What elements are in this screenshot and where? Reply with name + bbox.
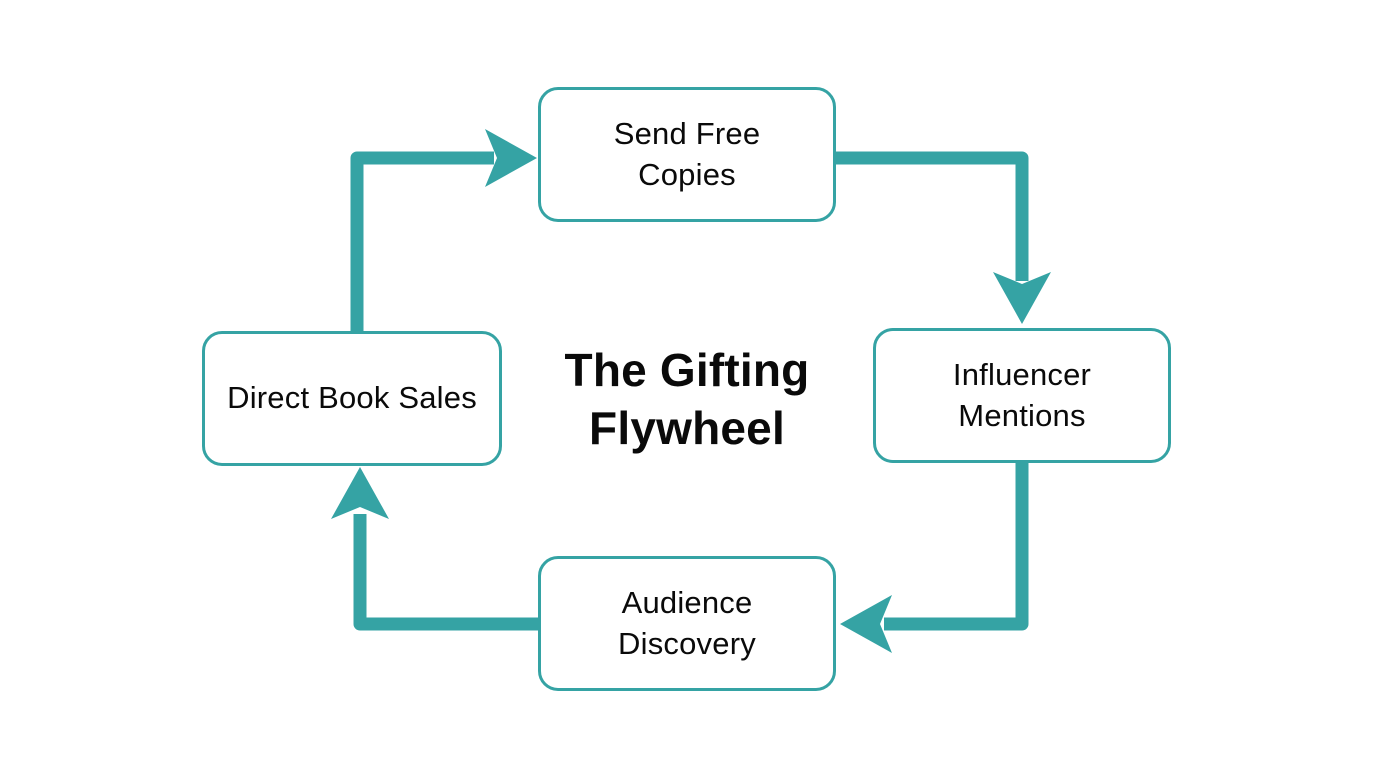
node-label: Copies: [638, 156, 736, 192]
arrowhead-up-icon: [331, 467, 389, 519]
arrowhead-right-icon: [485, 129, 537, 187]
node-label: Discovery: [618, 625, 756, 661]
arrow-send-to-influencer: [836, 151, 1051, 324]
node-audience-discovery: Audience Discovery: [538, 556, 836, 691]
diagram-title-line: Flywheel: [589, 402, 785, 455]
diagram-title-line: The Gifting: [564, 344, 810, 396]
node-label: Audience: [621, 584, 753, 620]
node-send-free-copies: Send Free Copies: [538, 87, 836, 222]
node-influencer-mentions: Influencer Mentions: [873, 328, 1171, 463]
node-direct-book-sales: Direct Book Sales: [202, 331, 502, 466]
node-label: Mentions: [958, 397, 1086, 433]
node-label: Direct Book Sales: [227, 380, 477, 416]
arrow-influencer-to-audience: [840, 463, 1029, 653]
node-label: Influencer: [952, 356, 1092, 392]
diagram-title: The Gifting Flywheel: [527, 341, 847, 458]
arrow-direct-to-send: [350, 129, 537, 331]
node-label: Send Free: [613, 115, 761, 151]
arrowhead-left-icon: [840, 595, 892, 653]
arrow-audience-to-direct: [331, 467, 538, 631]
arrowhead-down-icon: [993, 272, 1051, 324]
